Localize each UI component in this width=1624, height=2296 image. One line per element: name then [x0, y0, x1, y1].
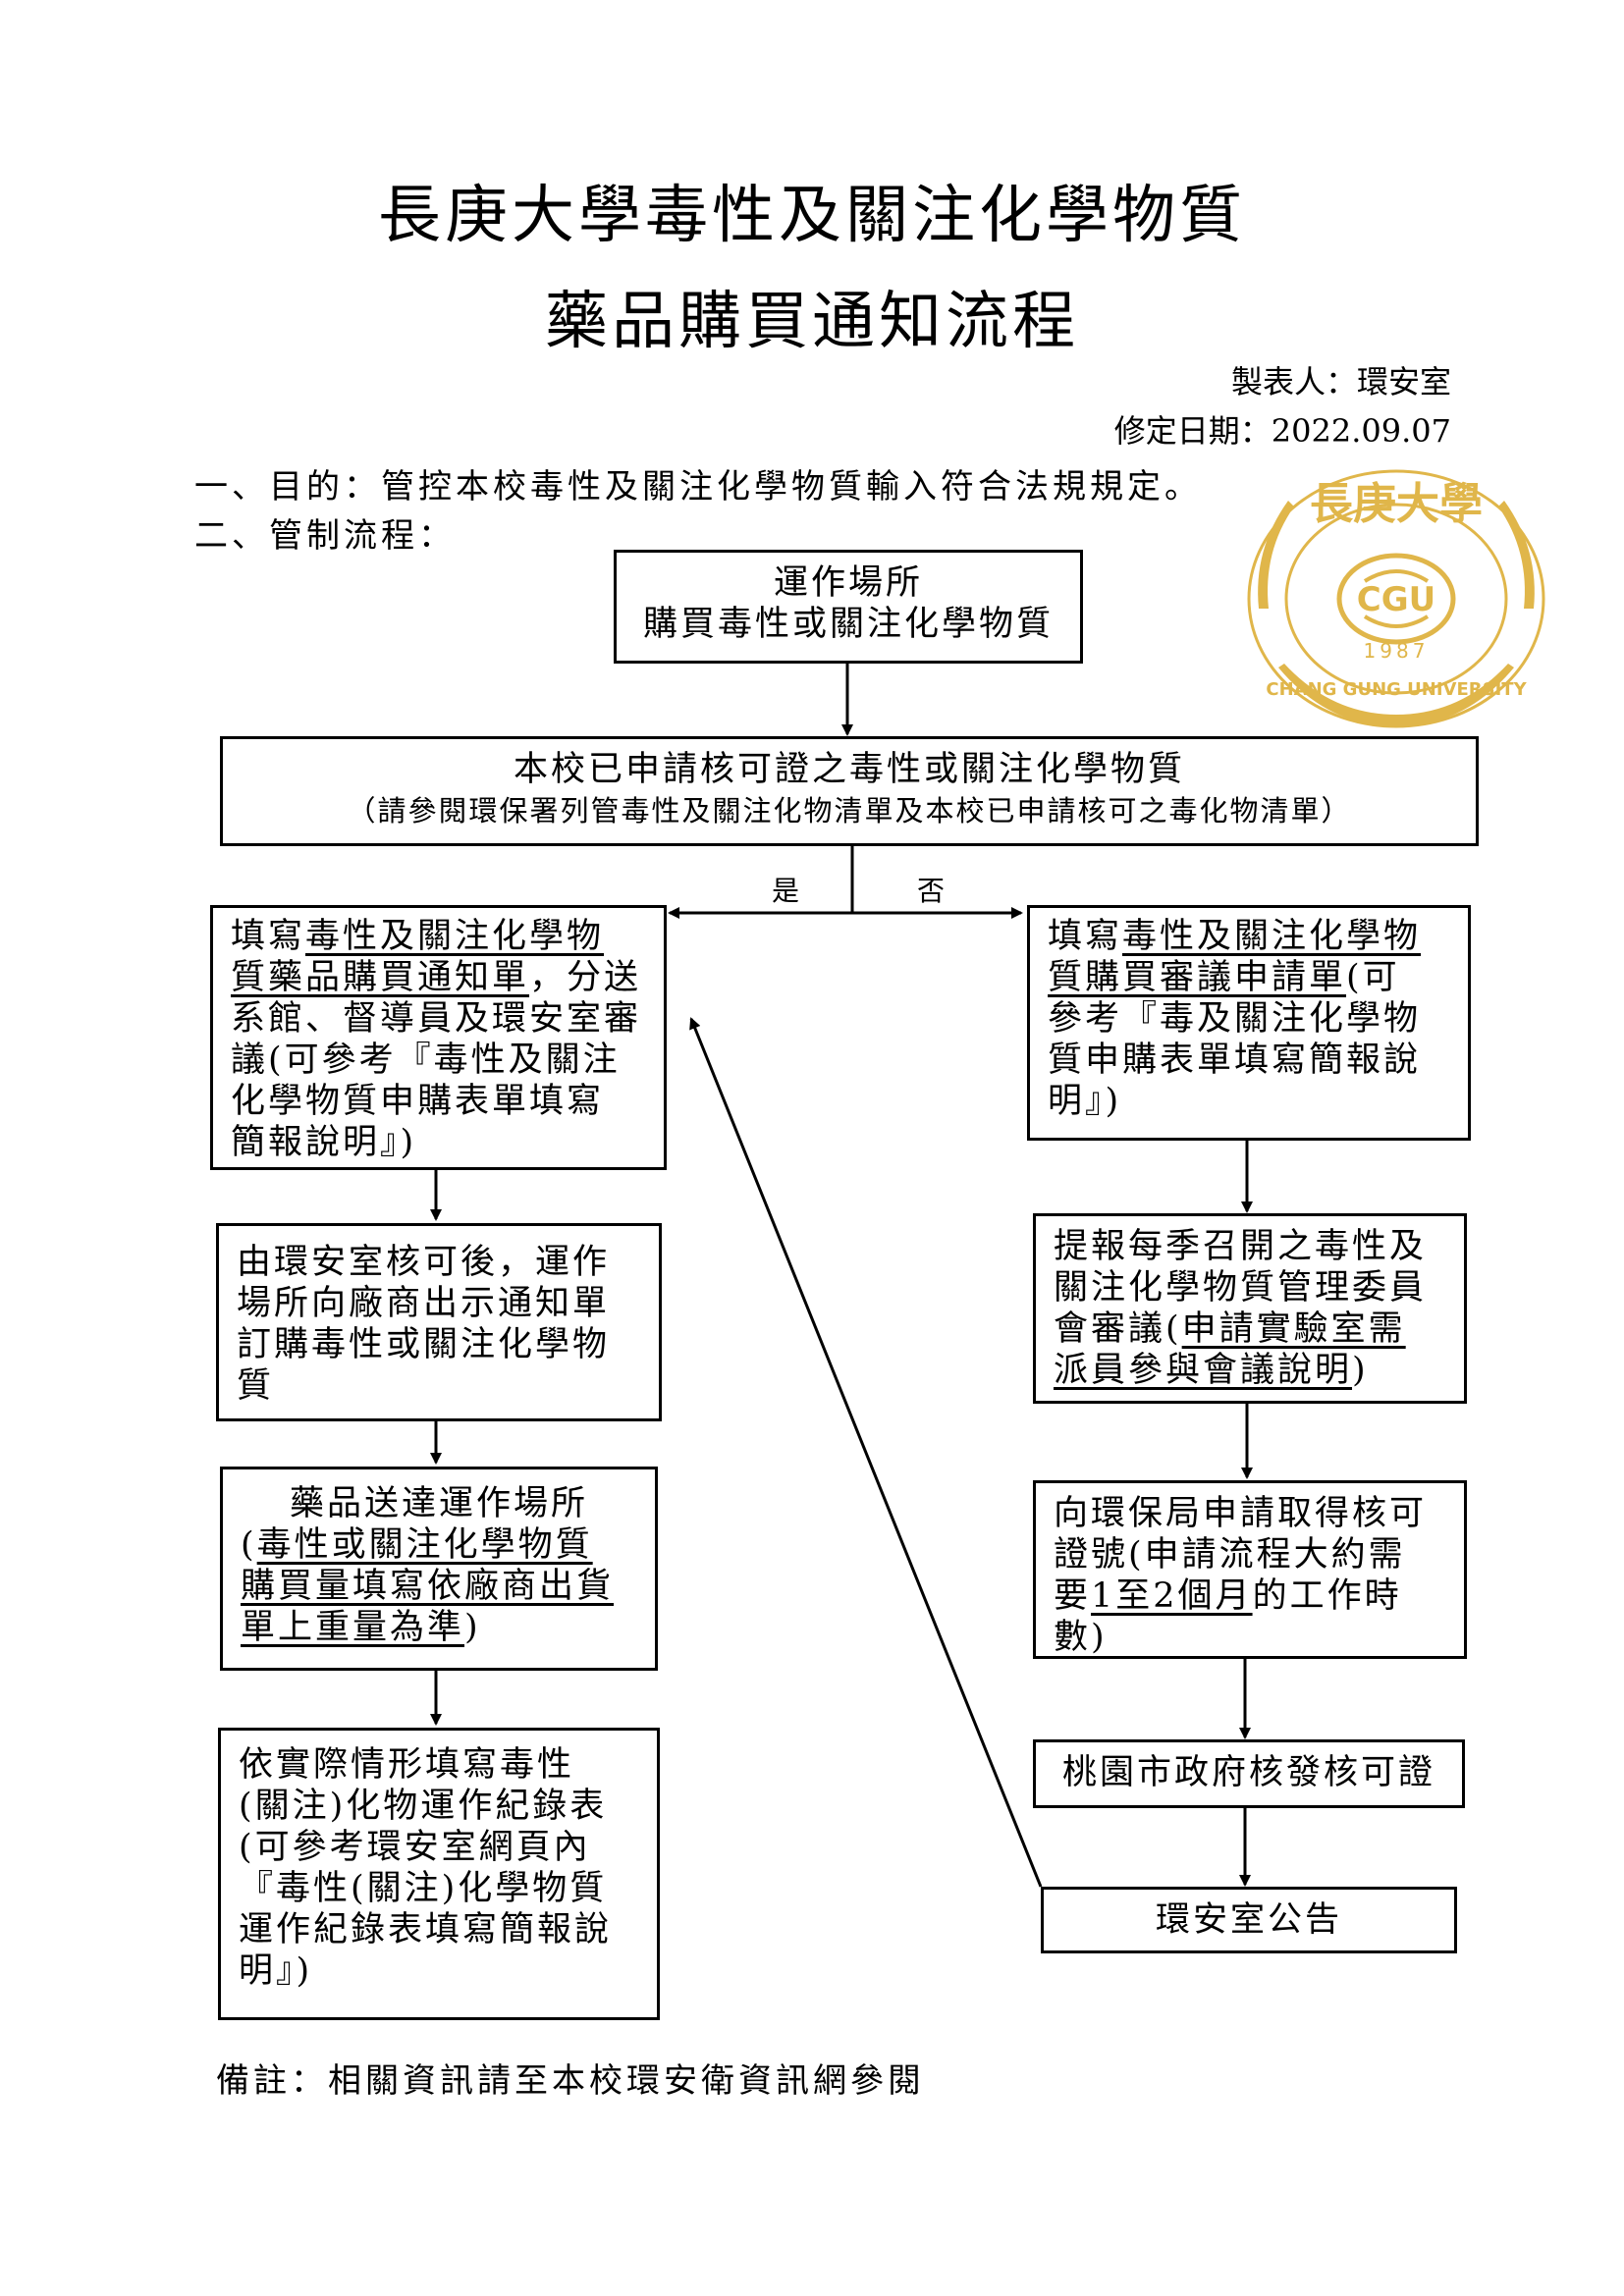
right1-e: 參考『毒及關注化學物 [1048, 999, 1422, 1039]
right3-l4: 數) [1054, 1618, 1108, 1657]
left3-l1: 藥品送達運作場所 [289, 1484, 588, 1523]
right2-l2: 關注化學物質管理委員 [1054, 1268, 1428, 1308]
right5-text: 環安室公告 [1155, 1900, 1342, 1940]
left3-l4a: 單上重量為準 [241, 1608, 465, 1647]
right2-l3b: 申請實驗室需 [1181, 1309, 1406, 1349]
right3-l2: 證號(申請流程大約需 [1054, 1535, 1406, 1575]
right3-l3b: 1至2個月 [1091, 1576, 1253, 1616]
left2-l2: 場所向廠商出示通知單 [237, 1284, 611, 1323]
left-step-4-box: 依實際情形填寫毒性 (關注)化物運作紀錄表 (可參考環安室網頁內 『毒性(關注)… [218, 1728, 660, 2020]
left-step-1-box: 填寫毒性及關注化學物 質藥品購買通知單，分送 系館、督導員及環安室審 議(可參考… [210, 905, 667, 1170]
left-step-2-box: 由環安室核可後，運作 場所向廠商出示通知單 訂購毒性或關注化學物 質 [216, 1223, 662, 1421]
right2-l3a: 會審議( [1054, 1309, 1182, 1349]
left1-d: ，分送 [529, 958, 642, 997]
right1-c: 質購買審議申請單 [1048, 958, 1347, 997]
left3-l2b: 毒性或關注化學物質 [256, 1525, 593, 1565]
right3-l3c: 的工作時 [1252, 1576, 1402, 1616]
seal-center-text: CGU [1357, 580, 1435, 619]
note-text: 備註：相關資訊請至本校環安衛資訊網參閱 [216, 2061, 925, 2101]
seal-english-text: CHANG GUNG UNIVERSITY [1266, 679, 1527, 700]
seal-top-text: 長庚大學 [1310, 479, 1483, 529]
decision-line-1: 本校已申請核可證之毒性或關注化學物質 [513, 750, 1185, 789]
left-step-3-box: 藥品送達運作場所 (毒性或關注化學物質 購買量填寫依廠商出貨 單上重量為準) [220, 1467, 658, 1671]
university-seal-icon: 長庚大學 CGU 1987 CHANG GUNG UNIVERSITY [1247, 469, 1545, 728]
start-line-2: 購買毒性或關注化學物質 [642, 605, 1054, 644]
left3-l3: 購買量填寫依廠商出貨 [241, 1567, 615, 1606]
right-step-1-box: 填寫毒性及關注化學物 質購買審議申請單(可 參考『毒及關注化學物 質申購表單填寫… [1027, 905, 1471, 1141]
left1-f: 議(可參考『毒性及關注 [231, 1041, 621, 1080]
left2-l3: 訂購毒性或關注化學物 [237, 1325, 611, 1364]
left1-g: 化學物質申購表單填寫 [231, 1082, 605, 1121]
right2-l4a: 派員參與會議說明 [1054, 1351, 1353, 1390]
left4-l6: 明』) [239, 1951, 313, 1991]
left3-l2a: ( [241, 1525, 257, 1565]
decision-box: 本校已申請核可證之毒性或關注化學物質 （請參閱環保署列管毒性及關注化物清單及本校… [220, 736, 1479, 846]
start-box: 運作場所 購買毒性或關注化學物質 [614, 550, 1083, 664]
left3-l4b: ) [464, 1608, 481, 1647]
left4-l4: 『毒性(關注)化學物質 [239, 1869, 608, 1908]
left4-l2: (關注)化物運作紀錄表 [239, 1787, 608, 1826]
left2-l1: 由環安室核可後，運作 [237, 1243, 611, 1282]
right3-l3a: 要 [1054, 1576, 1092, 1616]
right1-b: 毒性及關注化學物 [1122, 917, 1422, 956]
right1-g: 明』) [1048, 1082, 1122, 1121]
right1-d: (可 [1346, 958, 1400, 997]
left2-l4: 質 [237, 1366, 275, 1406]
right2-l1: 提報每季召開之毒性及 [1054, 1227, 1428, 1266]
left1-e: 系館、督導員及環安室審 [231, 999, 642, 1039]
page-title: 長庚大學毒性及關注化學物質 [378, 180, 1246, 252]
process-heading: 二、管制流程： [194, 516, 456, 556]
right-step-5-box: 環安室公告 [1041, 1887, 1457, 1953]
arrow-return [689, 1017, 1043, 1888]
decision-line-2: （請參閱環保署列管毒性及關注化物清單及本校已申請核可之毒化物清單） [347, 794, 1352, 828]
yes-label: 是 [772, 875, 800, 907]
right-step-4-box: 桃園市政府核發核可證 [1033, 1739, 1465, 1808]
right4-text: 桃園市政府核發核可證 [1061, 1753, 1435, 1792]
left4-l3: (可參考環安室網頁內 [239, 1828, 591, 1867]
right3-l1: 向環保局申請取得核可 [1054, 1494, 1428, 1533]
left4-l5: 運作紀錄表填寫簡報說 [239, 1910, 613, 1949]
left1-b: 毒性及關注化學物 [305, 917, 605, 956]
maker-label: 製表人：環安室 [1230, 363, 1451, 400]
right1-a: 填寫 [1048, 917, 1123, 956]
right2-l4b: ) [1352, 1351, 1369, 1390]
left1-h: 簡報說明』) [231, 1123, 417, 1162]
right-step-3-box: 向環保局申請取得核可 證號(申請流程大約需 要1至2個月的工作時 數) [1033, 1480, 1467, 1659]
left1-c: 質藥品購買通知單 [231, 958, 530, 997]
start-line-1: 運作場所 [773, 563, 923, 603]
right1-f: 質申購表單填寫簡報說 [1048, 1041, 1422, 1080]
left4-l1: 依實際情形填寫毒性 [239, 1745, 575, 1785]
seal-year-text: 1987 [1364, 639, 1430, 663]
no-label: 否 [917, 875, 946, 907]
revision-date: 修定日期：2022.09.07 [1113, 412, 1451, 450]
page-subtitle: 藥品購買通知流程 [545, 286, 1079, 358]
left1-a: 填寫 [231, 917, 306, 956]
right-step-2-box: 提報每季召開之毒性及 關注化學物質管理委員 會審議(申請實驗室需 派員參與會議說… [1033, 1213, 1467, 1404]
purpose-text: 一、目的：管控本校毒性及關注化學物質輸入符合法規規定。 [194, 467, 1202, 507]
